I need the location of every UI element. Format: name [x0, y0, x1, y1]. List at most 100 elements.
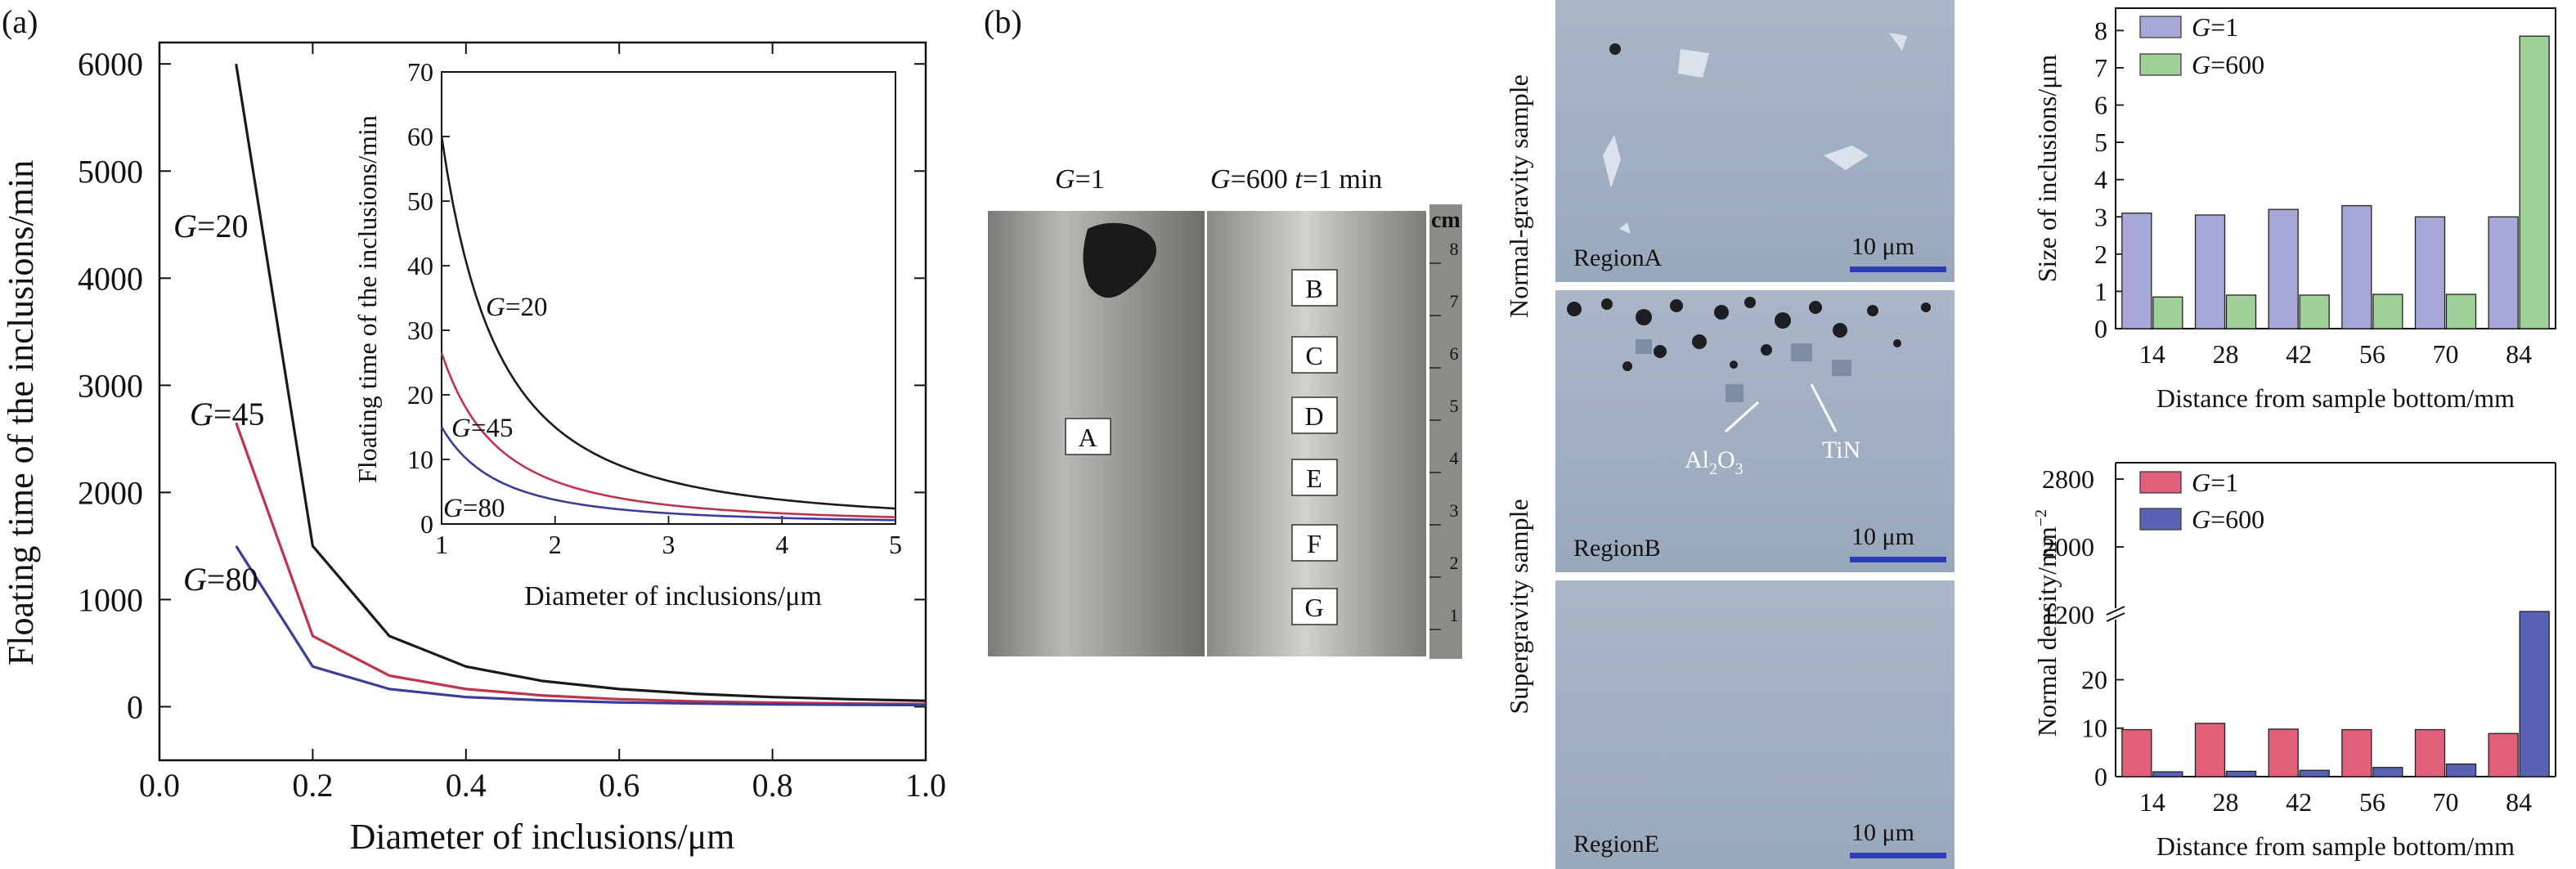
density-bar-2	[2372, 767, 2403, 777]
size-legend-label-g1: G=1	[2192, 12, 2238, 42]
region-box-c: C	[1291, 336, 1338, 374]
region-b-label: RegionB	[1573, 535, 1661, 562]
size-bar-2	[2299, 294, 2330, 329]
scale-bar-b	[1850, 557, 1946, 562]
size-legend-label-g600: G=600	[2192, 50, 2264, 79]
arrow-tin	[1810, 383, 1838, 432]
size-legend: G=1 G=600	[2139, 12, 2264, 79]
density-x-tick-label: 84	[2506, 787, 2532, 817]
density-bar-2	[2299, 769, 2330, 777]
ruler	[1429, 204, 1462, 659]
inset-series-line-1	[440, 136, 896, 510]
density-bar-1	[2488, 732, 2519, 777]
density-x-tick-label: 14	[2139, 787, 2165, 817]
size-bar-1	[2488, 216, 2519, 329]
density-x-tick-label: 28	[2213, 787, 2239, 817]
size-bar-1	[2414, 216, 2446, 329]
main-curve-label-g20: G=20	[173, 208, 248, 244]
size-y-tick-label: 1	[2094, 276, 2107, 306]
density-y-tick-label-upper: 2800	[2042, 464, 2094, 494]
density-y-tick-label: 0	[2094, 762, 2107, 791]
inset-x-axis-label: Diameter of inclusions/μm	[524, 581, 822, 611]
main-y-axis-label: Floating time of the inclusions/min	[1, 160, 41, 665]
main-y-tick-label: 1000	[78, 581, 143, 618]
inset-curve-label-g20: G=20	[486, 293, 547, 322]
size-x-axis-label: Distance from sample bottom/mm	[2156, 383, 2515, 413]
size-bar-2	[2519, 35, 2550, 329]
size-bar-2	[2445, 293, 2477, 329]
region-box-b: B	[1291, 269, 1338, 307]
inset-series-line-2	[440, 352, 896, 518]
main-series-line-2	[235, 422, 927, 706]
region-b-inclusions	[1567, 297, 1931, 371]
main-x-tick-label: 1.0	[905, 767, 946, 804]
density-bar-1	[2341, 728, 2372, 777]
size-y-tick-label: 4	[2094, 165, 2107, 195]
ruler-number: 8	[1450, 239, 1459, 259]
main-series-line-3	[235, 545, 927, 707]
main-plot-frame	[158, 41, 927, 762]
density-bar-1	[2194, 723, 2226, 777]
density-bar-2	[2519, 611, 2550, 777]
region-box-a-label: A	[1078, 423, 1097, 452]
micrograph-region-e	[1555, 580, 1954, 869]
main-curve-label-g45: G=45	[190, 396, 264, 432]
annotation-al2o3: Al2O3	[1685, 446, 1744, 478]
size-y-axis-label: Size of inclusions/μm	[2032, 55, 2062, 283]
inset-y-tick-label: 70	[407, 57, 433, 87]
side-label-normal-gravity: Normal-gravity sample	[1504, 74, 1533, 318]
region-box-g-label: G	[1304, 593, 1323, 622]
micrograph-region-a	[1555, 0, 1954, 282]
main-x-tick-label: 0.6	[599, 767, 640, 804]
ruler-number: 1	[1450, 605, 1459, 625]
inset-y-tick-label: 60	[407, 122, 433, 151]
density-x-tick-label: 56	[2359, 787, 2385, 817]
size-x-tick-label: 14	[2139, 339, 2165, 369]
inset-x-tick-label: 4	[775, 530, 788, 559]
scale-bar-a	[1850, 267, 1946, 272]
panel-label-a: (a)	[2, 3, 38, 40]
main-y-tick-label: 0	[127, 688, 143, 725]
scale-bar-e	[1850, 853, 1946, 858]
ruler-number: 5	[1450, 396, 1459, 416]
main-curve-label-g80: G=80	[183, 561, 258, 598]
scale-bar-b-label: 10 μm	[1851, 523, 1914, 550]
density-legend-swatch-g1	[2139, 471, 2182, 494]
region-box-e-label: E	[1306, 464, 1322, 493]
ruler-number: 6	[1450, 343, 1459, 364]
size-bar-2	[2152, 296, 2183, 329]
inset-y-tick-label: 20	[407, 380, 433, 410]
annotation-tin: TiN	[1822, 437, 1860, 464]
size-y-tick-label: 5	[2094, 128, 2107, 157]
size-bar-2	[2372, 293, 2403, 329]
photo-label-g600: G=600 t=1 min	[1210, 164, 1382, 195]
photo-label-g1: G=1	[1055, 164, 1105, 195]
main-x-tick-label: 0.8	[752, 767, 793, 804]
density-x-tick-label: 42	[2286, 787, 2312, 817]
density-bars	[2121, 611, 2550, 777]
inset-plot-frame	[441, 71, 896, 525]
inset-series	[440, 136, 896, 522]
main-series-line-1	[235, 63, 927, 702]
arrow-al2o3	[1724, 401, 1760, 433]
density-axis-break	[2106, 606, 2517, 622]
density-bar-1	[2414, 728, 2446, 777]
size-y-tick-label: 8	[2094, 16, 2107, 45]
region-b-tin-particles	[1636, 339, 1851, 402]
size-bar-1	[2268, 208, 2299, 329]
density-y-tick-label-upper: 1200	[2042, 600, 2094, 629]
region-a-label: RegionA	[1573, 244, 1663, 271]
main-y-tick-label: 4000	[78, 260, 143, 297]
density-legend: G=1 G=600	[2139, 468, 2264, 534]
size-legend-swatch-g1	[2139, 16, 2182, 38]
